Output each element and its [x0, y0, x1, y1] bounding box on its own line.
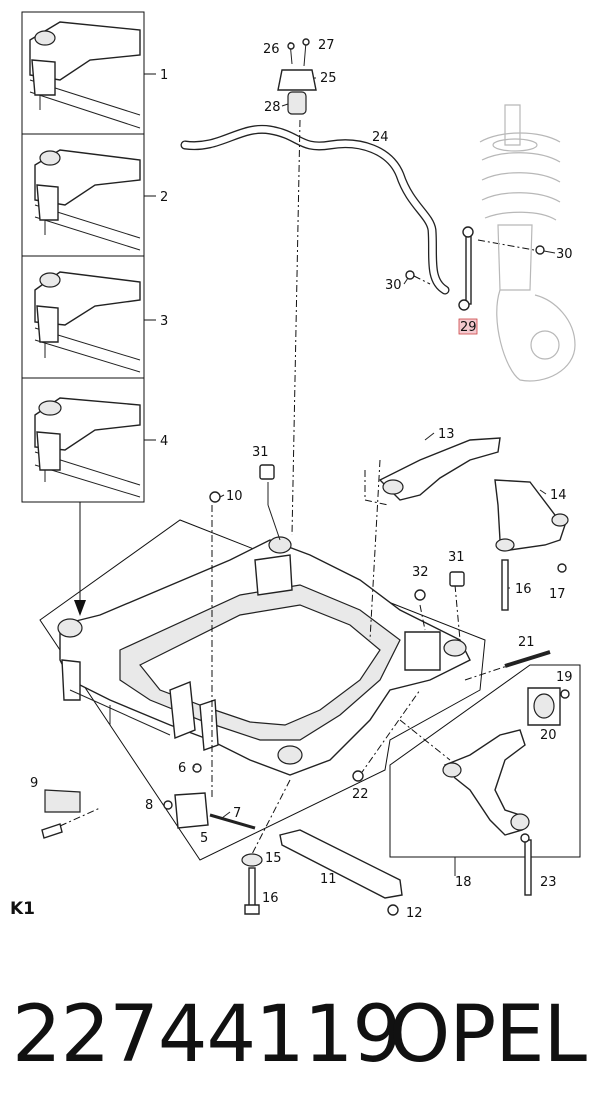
callout-30-right: 30 [556, 247, 573, 262]
variant-label-3: 3 [160, 314, 168, 329]
callout-32: 32 [412, 565, 429, 580]
callout-17: 17 [549, 587, 566, 602]
lower-fasteners [41, 464, 530, 915]
callout-19: 19 [556, 670, 573, 685]
callout-9: 9 [30, 776, 38, 791]
callout-8: 8 [145, 798, 153, 813]
callout-7: 7 [233, 806, 241, 821]
callout-24: 24 [372, 130, 389, 145]
callout-5: 5 [200, 831, 208, 846]
callout-22: 22 [352, 787, 369, 802]
callout-30-left: 30 [385, 278, 402, 293]
callout-28: 28 [264, 100, 281, 115]
variant-3-drawing [34, 271, 141, 373]
highlighted-part-29 [458, 318, 478, 335]
footer: 22744119 OPEL [0, 985, 600, 1085]
callout-26: 26 [263, 42, 280, 57]
tie-bar-11 [279, 829, 403, 916]
subframe-drawing [57, 536, 471, 776]
callout-11: 11 [320, 872, 337, 887]
brand-name: OPEL [388, 990, 587, 1080]
callout-16-right: 16 [515, 582, 532, 597]
section-label-k1: K1 [10, 899, 35, 919]
callout-16-bottom: 16 [262, 891, 279, 906]
strut-assembly-ghost [479, 104, 576, 382]
variant-2-drawing [34, 149, 141, 251]
callout-14: 14 [550, 488, 567, 503]
callout-6: 6 [178, 761, 186, 776]
control-arm-drawing [442, 650, 570, 896]
variant-1-drawing [29, 21, 141, 129]
variant-label-2: 2 [160, 190, 168, 205]
callout-31-top: 31 [252, 445, 269, 460]
stabilizer-bar-group [180, 38, 576, 536]
callout-29: 29 [460, 320, 477, 335]
callout-labels: 26 27 25 28 24 30 30 29 31 13 10 14 32 3… [10, 38, 573, 921]
callout-13: 13 [438, 427, 455, 442]
callout-23: 23 [540, 875, 557, 890]
variant-panel-frame [21, 11, 145, 503]
exploded-parts-diagram: 1 2 3 4 [10, 11, 581, 921]
callout-31-right: 31 [448, 550, 465, 565]
callout-20: 20 [540, 728, 557, 743]
part-number: 22744119 [12, 990, 402, 1080]
control-arm-group-frame [389, 664, 581, 858]
brackets-13-14 [364, 437, 569, 611]
arrow-down-icon [74, 600, 86, 616]
callout-18: 18 [455, 875, 472, 890]
callout-10: 10 [226, 489, 243, 504]
subframe-group-frame [39, 519, 486, 861]
callout-27: 27 [318, 38, 335, 53]
variant-label-1: 1 [160, 68, 168, 83]
callout-21: 21 [518, 635, 535, 650]
callout-leaders [193, 77, 556, 876]
variant-panels: 1 2 3 4 [21, 11, 168, 616]
variant-4-drawing [34, 397, 141, 498]
callout-15: 15 [265, 851, 282, 866]
callout-25: 25 [320, 71, 337, 86]
callout-12: 12 [406, 906, 423, 921]
variant-label-4: 4 [160, 434, 168, 449]
